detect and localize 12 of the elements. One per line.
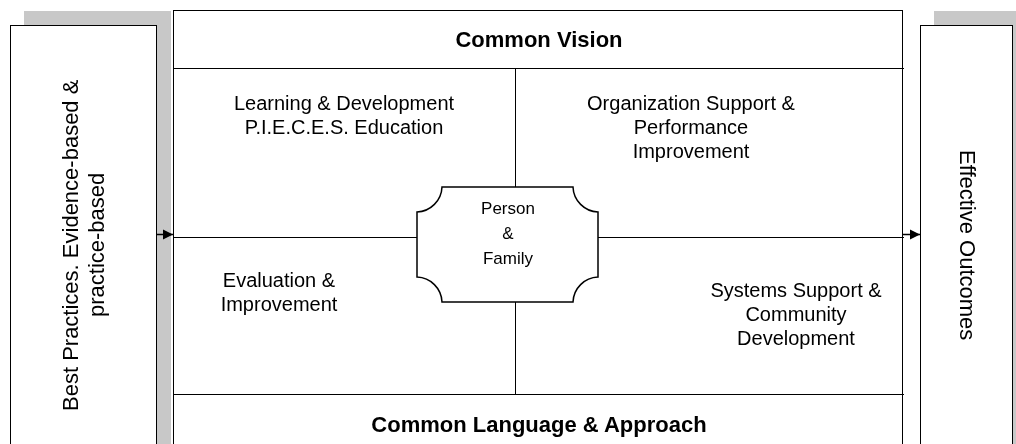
quadrant-label: Organization Support & Performance Improvement [586,91,796,163]
arrow [902,229,921,240]
outer-frame [173,10,903,444]
band-title: Common Language & Approach [371,412,707,437]
band-title: Common Vision [455,27,623,52]
quadrant-label: Learning & Development P.I.E.C.E.S. Education [232,91,456,139]
vertical-label: Best Practices. Evidence-based & practice-based [57,78,110,413]
center-label: Person & Family [480,198,536,270]
arrow [156,229,174,240]
quadrant-label: Evaluation & Improvement [219,268,339,316]
quadrant-label: Systems Support & Community Development [709,278,883,350]
vertical-label: Effective Outcomes [953,149,980,341]
